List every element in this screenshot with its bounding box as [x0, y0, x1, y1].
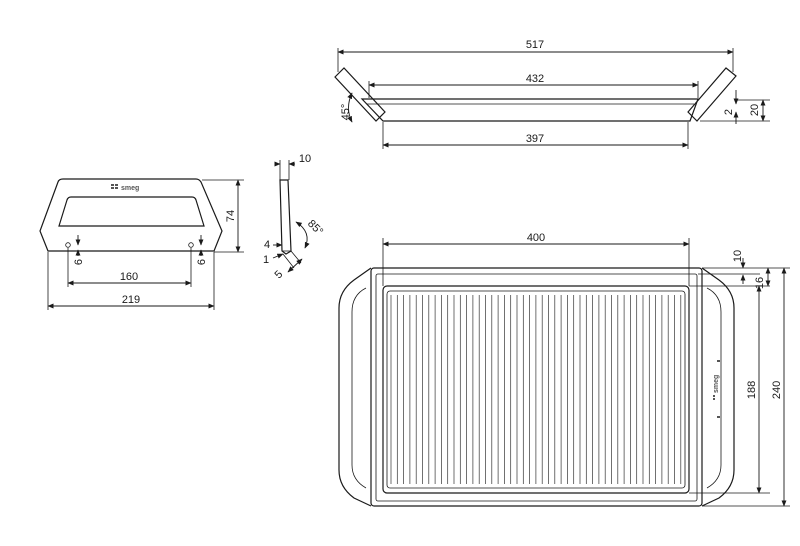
handle-cutout: [58, 196, 205, 227]
handle-hole-right: [188, 242, 194, 248]
handle-hole-left: [65, 242, 71, 248]
plan-left-handle: [338, 267, 372, 507]
dim-label-section-10: 10: [299, 153, 311, 165]
dim-label-74: 74: [225, 210, 237, 222]
dim-label-517: 517: [526, 39, 544, 51]
dim-label-397: 397: [526, 133, 544, 145]
dim-label-6-left: 6: [73, 259, 85, 265]
section-detail: 10 85° 4 1 5: [263, 153, 325, 281]
plan-view: smeg 400 10 16 188 240: [338, 232, 790, 507]
dim-label-400: 400: [527, 232, 545, 244]
dim-label-160: 160: [120, 271, 138, 283]
brand-text: smeg: [121, 185, 139, 192]
dim-label-20: 20: [749, 104, 761, 116]
side-view-right-wing: [687, 67, 737, 122]
plan-body: [370, 267, 703, 507]
plan-smeg-logo: smeg: [713, 375, 720, 400]
section-profile: [279, 179, 292, 255]
dim-label-432: 432: [526, 73, 544, 85]
dim-label-6-right: 6: [196, 259, 208, 265]
dim-label-plan-240: 240: [771, 381, 783, 399]
smeg-logo: smeg: [111, 184, 139, 192]
dim-label-section-85: 85°: [305, 218, 325, 238]
dim-label-section-4: 4: [264, 239, 270, 251]
plan-brand-text: smeg: [713, 375, 720, 393]
dim-label-section-1: 1: [263, 254, 269, 266]
dim-label-plan-188: 188: [746, 381, 758, 399]
side-view-plate: [360, 98, 699, 122]
plan-griddle-surface: [382, 285, 690, 494]
dim-label-plan-16: 16: [754, 277, 766, 289]
plan-ribs: [390, 295, 682, 484]
side-view: 517 432 397 45° 20 2: [334, 39, 770, 149]
dim-label-plan-10: 10: [732, 250, 744, 262]
handle-view: smeg 74 6 6 160 219: [39, 178, 244, 310]
dim-label-2: 2: [723, 109, 735, 115]
dim-label-219: 219: [122, 294, 140, 306]
side-view-left-wing: [334, 67, 386, 122]
handle-outline: [39, 178, 223, 252]
dim-label-section-5: 5: [272, 268, 285, 281]
dim-label-45: 45°: [340, 104, 352, 121]
